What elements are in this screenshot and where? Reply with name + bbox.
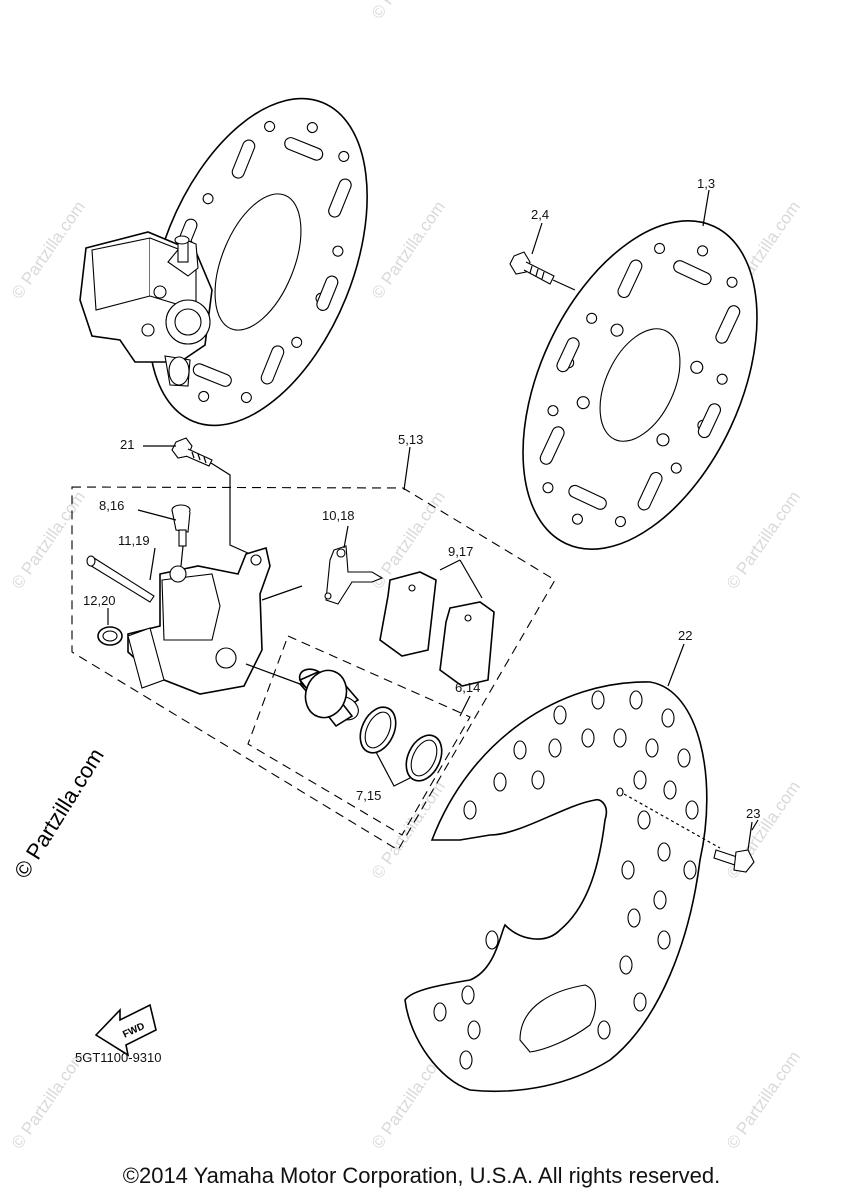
callout-23: 23 <box>746 806 760 821</box>
leader-lines <box>107 189 759 831</box>
callout-6-14: 6,14 <box>455 680 480 695</box>
part-8-16-bleeder <box>171 504 191 567</box>
part-22-disc-guard <box>404 681 721 1093</box>
diagram-code: 5GT1100-9310 <box>75 1050 162 1065</box>
callout-22: 22 <box>678 628 692 643</box>
part-21-bolt <box>171 437 251 555</box>
partzilla-watermark: © Partzilla.com <box>9 744 109 883</box>
watermark-4: © Partzilla.com <box>8 488 89 593</box>
assembled-disc-caliper <box>79 97 368 427</box>
callout-7-15: 7,15 <box>356 788 381 803</box>
caliper-exploded <box>127 546 303 695</box>
watermark-6: © Partzilla.com <box>723 488 804 593</box>
part-7-15-seals <box>359 706 443 782</box>
callout-9-17: 9,17 <box>448 544 473 559</box>
callout-10-18: 10,18 <box>322 508 355 523</box>
callout-8-16: 8,16 <box>99 498 124 513</box>
part-2-4-disc-bolt <box>509 251 576 291</box>
part-12-20-seal <box>97 626 123 646</box>
watermark-12: © Partzilla.com <box>368 0 449 22</box>
fwd-arrow-icon: FWD <box>94 1003 157 1057</box>
callout-1-3: 1,3 <box>697 176 715 191</box>
callout-2-4: 2,4 <box>531 207 549 222</box>
part-9-17-brake-pads <box>379 571 495 687</box>
part-11-19-pin <box>86 555 155 603</box>
part-10-18-pad-spring <box>324 545 384 605</box>
assembly-outline-5-13 <box>71 486 556 851</box>
callout-21: 21 <box>120 437 134 452</box>
callout-11-19: 11,19 <box>118 533 150 548</box>
part-23-bolt <box>713 821 755 873</box>
watermark-2: © Partzilla.com <box>368 198 449 303</box>
part-6-14-piston <box>298 668 360 728</box>
watermark-1: © Partzilla.com <box>8 198 89 303</box>
assembly-outline-6-14 <box>247 635 471 836</box>
callout-12-20: 12,20 <box>83 593 116 608</box>
callout-5-13: 5,13 <box>398 432 423 447</box>
watermark-11: © Partzilla.com <box>723 1048 804 1153</box>
copyright-notice: ©2014 Yamaha Motor Corporation, U.S.A. A… <box>122 1163 721 1188</box>
callout-labels: 1,3 2,4 21 5,13 8,16 10,18 9,17 11,19 12… <box>83 176 760 821</box>
part-1-3-brake-disc <box>522 220 758 550</box>
